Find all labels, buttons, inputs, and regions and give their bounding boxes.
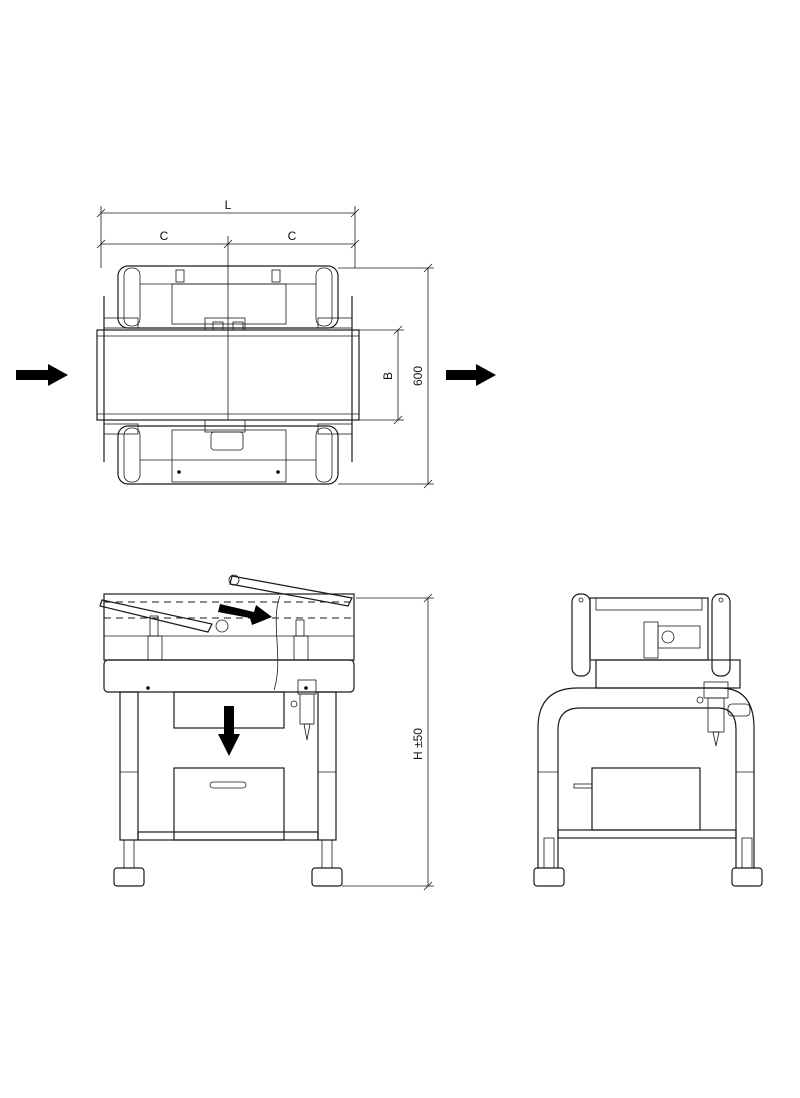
end-view [533, 593, 763, 887]
reject-bin [173, 767, 285, 841]
dimension-600-label: 600 [411, 366, 425, 386]
air-filter-end [696, 681, 751, 747]
dimension-h: H ±50 [342, 593, 434, 891]
top-view: L C C [16, 198, 496, 489]
top-view-frame [96, 265, 360, 485]
dimension-h-label: H ±50 [411, 728, 425, 760]
reject-arm-left [99, 599, 229, 633]
side-view: H ±50 [99, 574, 434, 891]
drop-arrow-icon [218, 706, 240, 756]
infeed-arrow-icon [16, 364, 68, 386]
dimension-c: C C [96, 229, 360, 420]
air-filter [290, 679, 317, 741]
dimension-l-label: L [225, 198, 232, 212]
reject-arm-right [228, 574, 353, 607]
outfeed-arrow-icon [446, 364, 496, 386]
dimension-600: 600 [338, 263, 434, 489]
dimension-l: L [96, 198, 360, 268]
dimension-b-label: B [381, 372, 395, 380]
dimension-c-left-label: C [160, 229, 169, 243]
reject-arrow-icon [218, 604, 272, 625]
dimension-b: B [359, 325, 404, 425]
dimension-c-right-label: C [288, 229, 297, 243]
